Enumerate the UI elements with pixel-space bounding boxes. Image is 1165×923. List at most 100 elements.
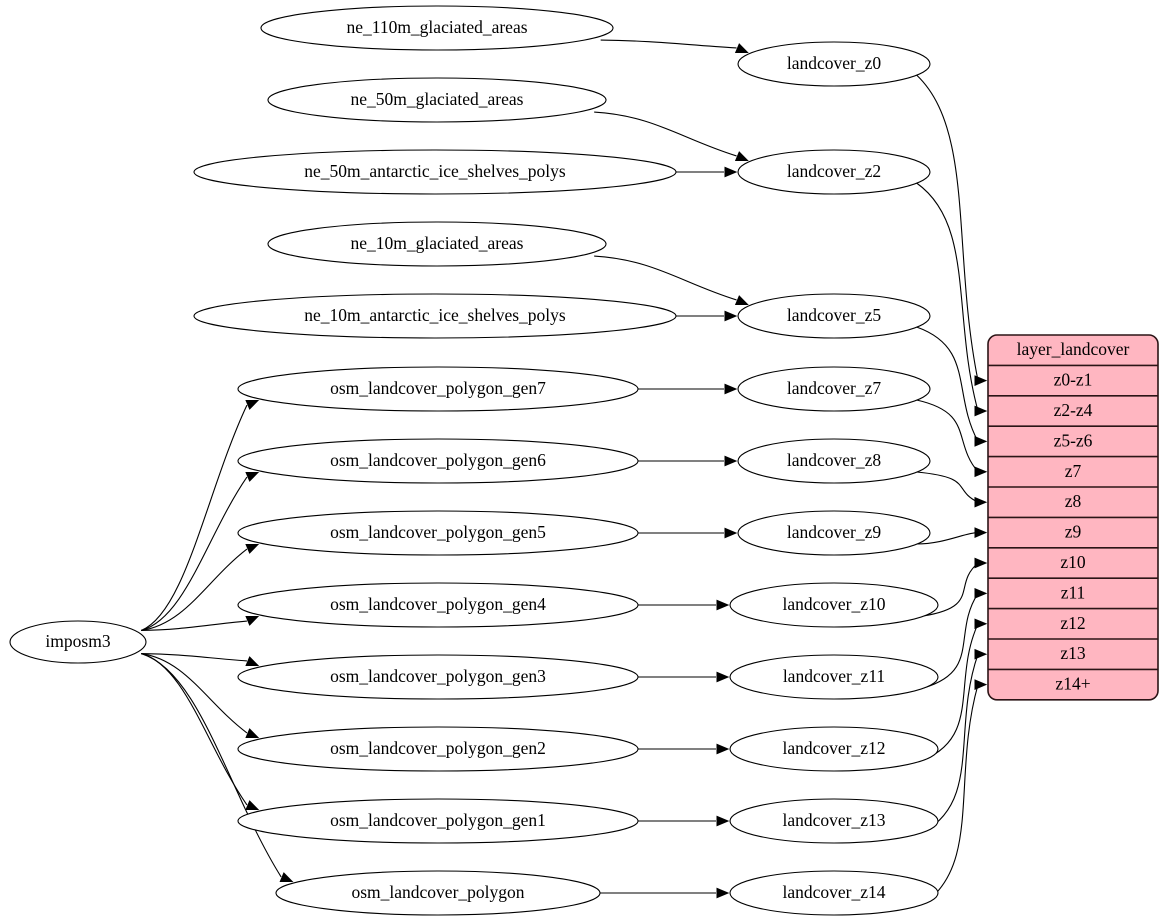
arrow-head — [974, 648, 988, 660]
node-ne_50m_antarctic_ice_shelves_polys[interactable]: ne_50m_antarctic_ice_shelves_polys — [193, 149, 677, 195]
node-label: landcover_z8 — [787, 450, 882, 470]
node-ellipse — [267, 221, 607, 267]
node-imposm3[interactable]: imposm3 — [9, 620, 147, 664]
node-label: osm_landcover_polygon — [351, 882, 524, 902]
node-osm_landcover_polygon_gen7[interactable]: osm_landcover_polygon_gen7 — [237, 366, 639, 412]
node-ne_110m_glaciated_areas[interactable]: ne_110m_glaciated_areas — [260, 5, 614, 51]
node-ellipse — [267, 77, 607, 123]
arrow-head — [245, 399, 260, 410]
node-ellipse — [193, 293, 677, 339]
node-label: osm_landcover_polygon_gen3 — [330, 666, 546, 686]
node-landcover_z7[interactable]: landcover_z7 — [737, 366, 931, 412]
node-ellipse — [275, 870, 601, 916]
node-ellipse — [237, 798, 639, 844]
edge-landcover_z7-to-layer_landcover:z7 — [916, 399, 979, 473]
table-row-z11[interactable]: z11 — [1061, 582, 1086, 602]
node-landcover_z9[interactable]: landcover_z9 — [737, 510, 931, 556]
arrow-head — [974, 588, 988, 599]
node-landcover_z0[interactable]: landcover_z0 — [737, 41, 931, 87]
table-row-z0-z1[interactable]: z0-z1 — [1054, 370, 1093, 390]
node-label: landcover_z10 — [782, 594, 885, 614]
node-landcover_z11[interactable]: landcover_z11 — [729, 654, 939, 700]
node-landcover_z10[interactable]: landcover_z10 — [729, 582, 939, 628]
arrow-head — [974, 405, 988, 417]
edge-landcover_z0-to-layer_landcover:z0-z1 — [916, 74, 979, 381]
node-label: landcover_z13 — [782, 810, 885, 830]
arrow-head — [974, 466, 988, 478]
node-ellipse — [237, 438, 639, 484]
node-ellipse — [729, 582, 939, 628]
table-row-z8[interactable]: z8 — [1065, 491, 1082, 511]
edge-landcover_z13-to-layer_landcover:z13 — [923, 654, 979, 833]
node-ellipse — [729, 726, 939, 772]
table-row-z5-z6[interactable]: z5-z6 — [1054, 430, 1093, 450]
arrow-head — [245, 656, 260, 667]
edge-landcover_z11-to-layer_landcover:z11 — [923, 593, 979, 689]
arrow-head — [716, 743, 730, 755]
arrow-head — [716, 599, 730, 611]
node-osm_landcover_polygon[interactable]: osm_landcover_polygon — [275, 870, 601, 916]
node-ellipse — [237, 726, 639, 772]
arrow-head — [974, 496, 988, 508]
node-landcover_z2[interactable]: landcover_z2 — [737, 149, 931, 195]
table-row-z14+[interactable]: z14+ — [1055, 674, 1090, 694]
node-ne_50m_glaciated_areas[interactable]: ne_50m_glaciated_areas — [267, 77, 607, 123]
node-label: ne_110m_glaciated_areas — [346, 17, 527, 37]
edge-ne_10m_glaciated_areas-to-landcover_z5 — [594, 255, 737, 301]
arrow-head — [716, 815, 730, 827]
node-ellipse — [729, 798, 939, 844]
node-label: landcover_z9 — [787, 522, 882, 542]
node-ne_10m_antarctic_ice_shelves_polys[interactable]: ne_10m_antarctic_ice_shelves_polys — [193, 293, 677, 339]
node-ne_10m_glaciated_areas[interactable]: ne_10m_glaciated_areas — [267, 221, 607, 267]
layer-landcover-table[interactable]: layer_landcover z0-z1 z2-z4 z5-z6 z7 z8 z9 z10 z… — [987, 334, 1159, 701]
node-ellipse — [737, 366, 931, 412]
edge-ne_50m_glaciated_areas-to-landcover_z2 — [594, 111, 737, 157]
node-osm_landcover_polygon_gen2[interactable]: osm_landcover_polygon_gen2 — [237, 726, 639, 772]
node-label: osm_landcover_polygon_gen4 — [330, 594, 546, 614]
edge-landcover_z8-to-layer_landcover:z8 — [916, 471, 979, 503]
node-landcover_z8[interactable]: landcover_z8 — [737, 438, 931, 484]
edge-imposm3-to-osm_landcover_polygon_gen1 — [141, 653, 248, 806]
node-landcover_z13[interactable]: landcover_z13 — [729, 798, 939, 844]
node-osm_landcover_polygon_gen1[interactable]: osm_landcover_polygon_gen1 — [237, 798, 639, 844]
node-ellipse — [729, 654, 939, 700]
table-row-z10[interactable]: z10 — [1060, 552, 1086, 572]
table-header-label: layer_landcover — [1017, 339, 1130, 359]
arrow-head — [734, 43, 749, 54]
node-ellipse — [237, 582, 639, 628]
node-ellipse — [193, 149, 677, 195]
edge-ne_110m_glaciated_areas-to-landcover_z0 — [600, 39, 737, 49]
node-ellipse — [260, 5, 614, 51]
arrow-head — [724, 310, 738, 322]
node-ellipse — [9, 620, 147, 664]
edge-imposm3-to-osm_landcover_polygon_gen4 — [141, 620, 247, 631]
node-label: landcover_z7 — [787, 378, 882, 398]
edge-imposm3-to-osm_landcover_polygon — [141, 653, 282, 878]
node-landcover_z14[interactable]: landcover_z14 — [729, 870, 939, 916]
arrow-head — [974, 618, 988, 630]
arrow-head — [974, 375, 988, 386]
node-osm_landcover_polygon_gen3[interactable]: osm_landcover_polygon_gen3 — [237, 654, 639, 700]
arrow-head — [716, 887, 730, 899]
node-ellipse — [737, 293, 931, 339]
table-row-z2-z4[interactable]: z2-z4 — [1054, 400, 1093, 420]
node-landcover_z12[interactable]: landcover_z12 — [729, 726, 939, 772]
arrow-head — [245, 800, 260, 811]
table-row-z13[interactable]: z13 — [1060, 643, 1086, 663]
table-row-z9[interactable]: z9 — [1065, 522, 1082, 542]
table-row-z7[interactable]: z7 — [1065, 461, 1082, 481]
table-row-z12[interactable]: z12 — [1060, 613, 1085, 633]
arrow-head — [245, 471, 260, 482]
edge-imposm3-to-osm_landcover_polygon_gen7 — [141, 404, 248, 631]
arrow-head — [724, 166, 738, 178]
node-osm_landcover_polygon_gen6[interactable]: osm_landcover_polygon_gen6 — [237, 438, 639, 484]
node-label: osm_landcover_polygon_gen2 — [330, 738, 546, 758]
node-osm_landcover_polygon_gen4[interactable]: osm_landcover_polygon_gen4 — [237, 582, 639, 628]
node-ellipse — [237, 654, 639, 700]
arrow-head — [716, 671, 730, 683]
node-osm_landcover_polygon_gen5[interactable]: osm_landcover_polygon_gen5 — [237, 510, 639, 556]
node-ellipse — [237, 366, 639, 412]
node-label: osm_landcover_polygon_gen6 — [330, 450, 546, 470]
node-landcover_z5[interactable]: landcover_z5 — [737, 293, 931, 339]
